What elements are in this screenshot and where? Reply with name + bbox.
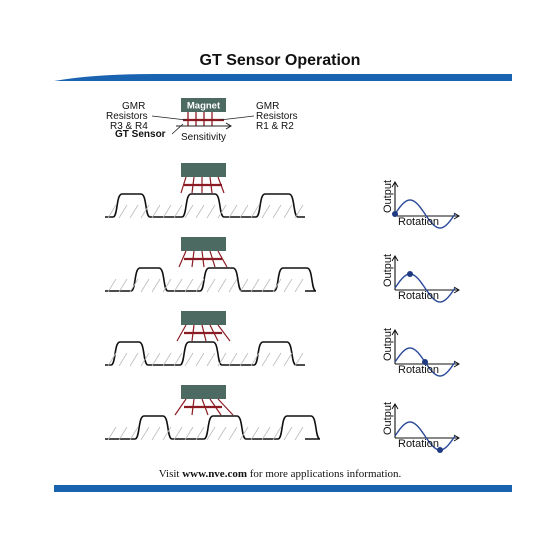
row-gear-hatch [107,426,304,441]
row-gear-hatch [107,352,304,367]
row-gear-hatch [107,204,304,219]
row-plot-x-arrow [453,360,460,368]
row-plot-y-label: Output [382,254,394,287]
row-plot-x-arrow [453,434,460,442]
row-magnet [181,163,226,177]
legend-sensor: Magnet GMR Resistors R3 & R4 GMR Resisto… [106,98,298,143]
row-gear-profile [105,415,321,440]
top-bar-shape [54,74,512,81]
row-plot-marker [407,271,413,277]
legend-sensitivity-arrow [225,122,232,130]
row-plot-x-arrow [453,286,460,294]
footer-note: Visit www.nve.com for more applications … [0,468,560,480]
row-plot-y-arrow [391,255,399,262]
legend-sensor-leader [171,123,184,135]
row-plot-marker [422,359,428,365]
footer-suffix: for more applications information. [247,468,402,480]
row-gear-profile [105,267,317,292]
bottom-bar-shape [54,485,512,492]
top-accent-bar [54,74,512,81]
row-gear-profile [105,193,305,218]
row-plot-y-label: Output [382,328,394,361]
legend-left-label-2: Resistors [106,111,148,122]
row-magnet [181,237,226,251]
row-gear-hatch [107,278,304,293]
legend-magnet-label: Magnet [187,101,221,112]
row-plot-wave [394,273,456,303]
footer-prefix: Visit [158,468,183,480]
row-plot-wave [394,421,456,451]
row-plot-x-label: Rotation [398,364,439,376]
legend-leader-lines [151,115,255,135]
row-plot-x-label: Rotation [398,216,439,228]
row-plot-x-arrow [453,212,460,220]
row-field-line [217,250,228,268]
row-plot-y-label: Output [382,180,394,213]
row-plot-wave [394,199,456,229]
row-plot-y-arrow [391,329,399,336]
row-plot-marker [392,211,398,217]
row-field-line [217,324,231,342]
legend-left-label-3: R3 & R4 [110,121,148,132]
legend-right-label-3: R1 & R2 [256,121,294,132]
row-field-line [178,250,187,268]
row-field-line [174,398,187,416]
row-gear-profile [105,341,305,366]
row-plot-x-label: Rotation [398,290,439,302]
row-field-line [217,398,234,416]
row-plot-y-arrow [391,403,399,410]
footer-link[interactable]: www.nve.com [182,468,247,480]
row-plot-y-arrow [391,181,399,188]
row-magnet [181,311,226,325]
legend-right-label-2: Resistors [256,111,298,122]
legend-left-leader [151,115,187,121]
legend-left-label-1: GMR [122,101,145,112]
legend-right-label-1: GMR [256,101,279,112]
legend-field-lines [176,112,232,130]
sensor-rows: OutputRotationOutputRotationOutputRotati… [105,163,460,453]
legend-magnet [181,98,226,112]
row-plot-y-label: Output [382,402,394,435]
legend-sensor-label: GT Sensor [115,129,166,140]
legend-right-leader [219,115,255,121]
row-magnet [181,385,226,399]
bottom-accent-bar [54,485,512,492]
page-title: GT Sensor Operation [199,52,361,69]
legend-sensitivity-label: Sensitivity [181,132,226,143]
row-plot-x-label: Rotation [398,438,439,450]
row-field-line [180,176,187,194]
row-plot-marker [437,447,443,453]
row-field-line [176,324,187,342]
